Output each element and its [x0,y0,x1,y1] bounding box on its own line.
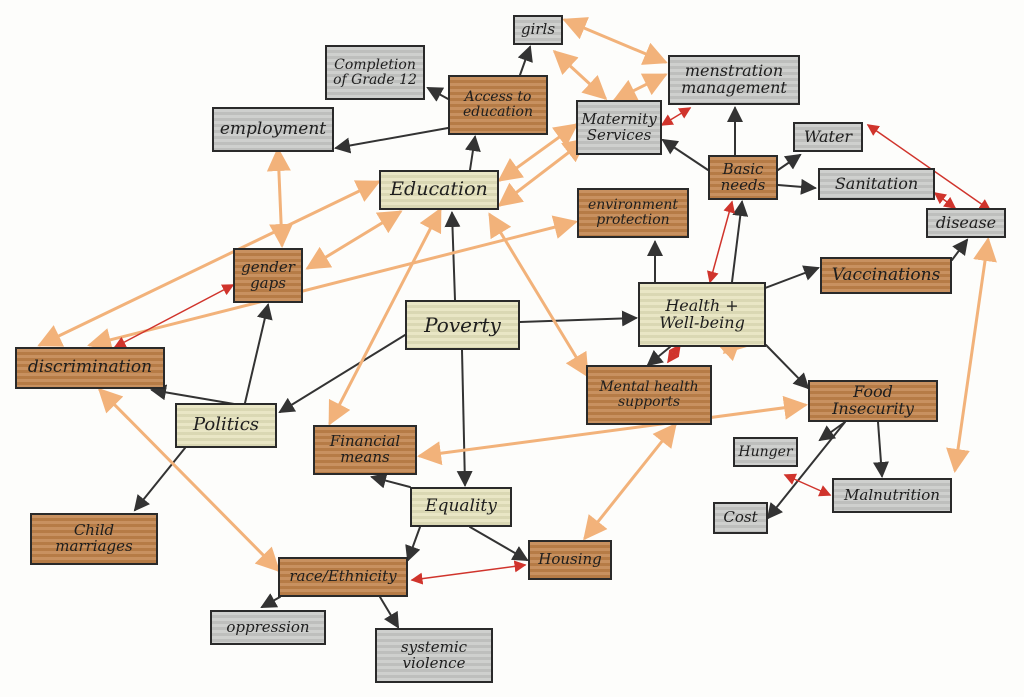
arrow-9 [244,303,273,404]
arrow-17 [731,200,749,283]
node-race: race/Ethnicity [278,557,408,597]
arrow-1 [464,135,481,171]
arrow-4 [334,127,449,154]
red-link-51 [410,560,527,585]
node-education: Education [379,170,499,210]
arrow-12 [469,526,529,562]
arrow-25 [951,238,969,261]
node-water: Water [793,122,863,152]
arrow-11 [405,526,421,562]
node-completion: Completion of Grade 12 [325,45,425,100]
arrow-6 [456,349,473,487]
orange-link-44 [946,237,997,473]
node-equality: Equality [410,487,512,527]
red-link-52 [783,473,832,497]
node-maternity: Maternity Services [576,100,662,155]
arrow-21 [661,138,709,171]
node-menstruation: menstration management [668,55,800,105]
node-hunger: Hunger [733,437,798,467]
arrow-19 [765,344,810,390]
orange-link-41 [97,387,281,573]
node-mental: Mental health supports [586,365,712,425]
arrow-27 [872,421,889,478]
orange-link-42 [583,422,677,541]
arrow-2 [426,87,451,102]
red-link-49 [706,200,736,284]
arrow-5 [519,310,638,327]
orange-link-35 [305,210,403,270]
orange-link-33 [497,138,588,207]
red-link-48 [933,192,957,209]
orange-link-38 [488,212,589,378]
node-sanitation: Sanitation [818,168,935,200]
node-poverty: Poverty [405,300,520,350]
node-food: Food Insecurity [808,380,938,422]
node-oppression: oppression [210,610,326,645]
node-disease: disease [926,208,1006,238]
orange-link-30 [552,49,608,101]
node-environment: environment protection [577,188,689,238]
node-housing: Housing [528,540,612,580]
red-link-47 [866,124,992,211]
node-child: Child marriages [30,513,158,565]
arrow-20 [646,346,671,367]
node-cost: Cost [713,502,768,534]
orange-link-31 [612,73,668,102]
node-gender: gender gaps [233,248,303,303]
red-link-46 [660,107,692,126]
orange-link-39 [328,207,442,426]
node-malnutrition: Malnutrition [832,478,952,513]
node-financial: Financial means [313,425,417,475]
arrow-23 [777,153,802,171]
node-employment: employment [212,107,334,152]
orange-link-36 [37,180,381,347]
node-girls: girls [513,15,563,45]
node-politics: Politics [175,403,277,448]
arrow-3 [517,45,533,76]
node-access: Access to education [448,75,548,135]
arrow-18 [759,265,820,291]
arrow-0 [444,211,461,301]
red-link-50 [667,343,681,364]
arrow-28 [766,421,846,520]
arrow-13 [370,472,411,489]
red-link-45 [113,284,235,348]
arrow-26 [818,421,846,442]
node-health: Health + Well-being [638,282,766,347]
arrow-10 [133,447,186,512]
node-discrimination: discrimination [15,347,165,389]
node-vaccinations: Vaccinations [820,257,952,294]
node-basic: Basic needs [708,155,778,200]
arrow-15 [379,596,400,629]
node-systemic: systemic violence [375,628,493,683]
arrow-24 [777,178,817,195]
orange-link-29 [562,17,668,65]
arrow-14 [260,593,281,608]
